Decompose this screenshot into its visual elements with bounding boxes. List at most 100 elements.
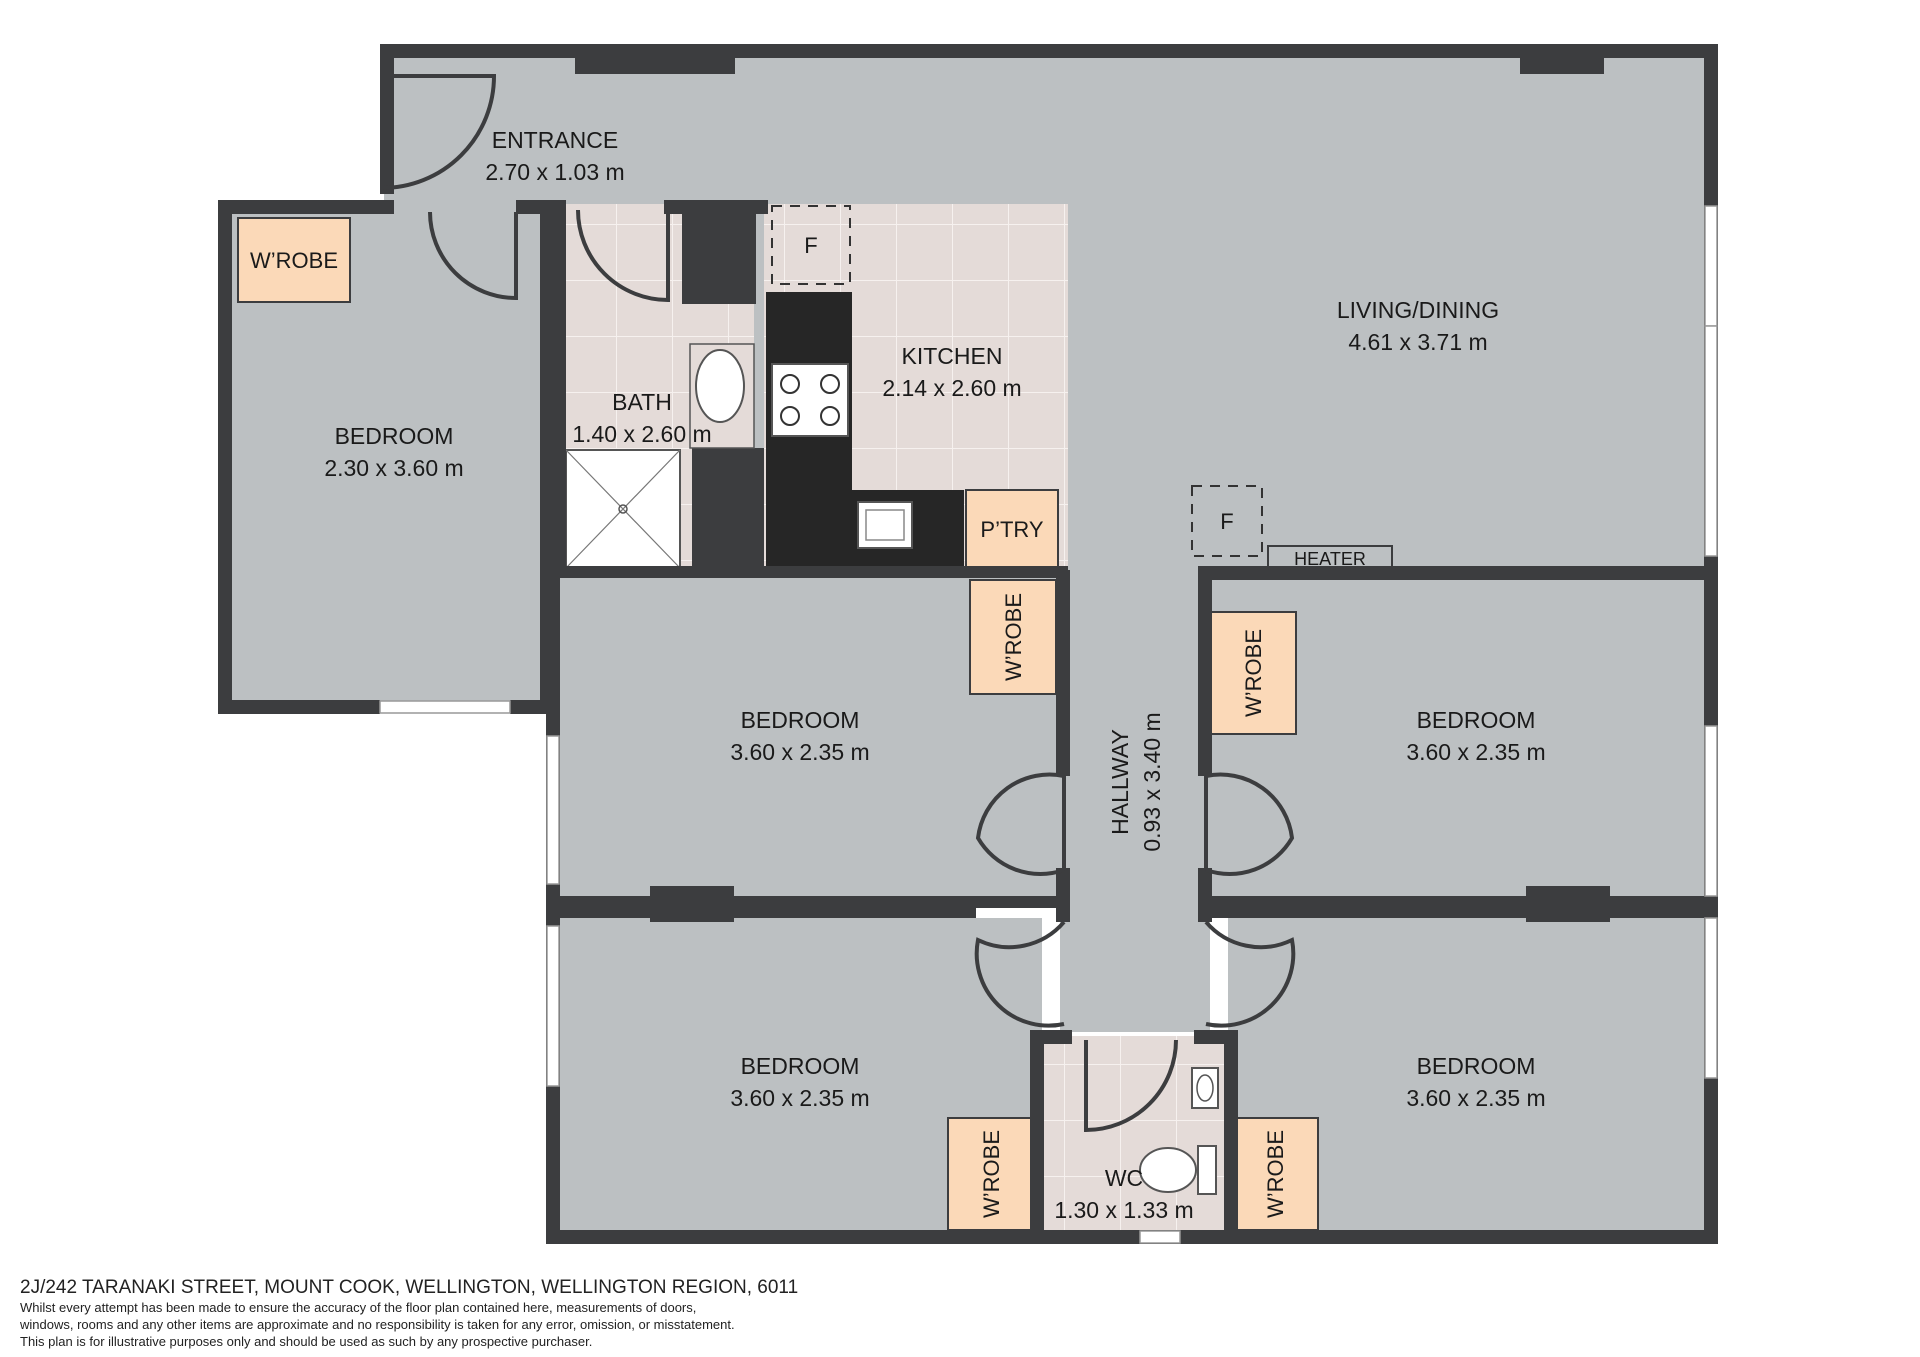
bedroom-right-upper-label: BEDROOM: [1417, 707, 1536, 733]
fixtures: [237, 205, 1393, 1231]
bedroom-mid-lower-size: 3.60 x 2.35 m: [730, 1085, 869, 1111]
door-bedroom-right-lower: [1204, 920, 1296, 1028]
cooktop-burner: [820, 374, 840, 394]
kitchen-sink-bowl: [865, 509, 905, 541]
wardrobe-bedroom-left: [237, 217, 351, 303]
window: [1704, 205, 1718, 327]
hallway-label: HALLWAY: [1107, 729, 1133, 835]
bedroom-mid-upper-size: 3.60 x 2.35 m: [730, 739, 869, 765]
wall: [1056, 868, 1070, 922]
toilet-cistern: [1197, 1145, 1217, 1195]
hallway-size: 0.93 x 3.40 m: [1139, 712, 1165, 851]
pantry-label: P’TRY: [980, 517, 1043, 542]
shower-diagonals: [565, 449, 681, 569]
kitchen-label: KITCHEN: [902, 343, 1003, 369]
wardrobe-bedroom-right-upper: [1209, 611, 1297, 735]
cooktop-burner: [780, 406, 800, 426]
wardrobe-label: W’ROBE: [1241, 629, 1266, 717]
wall: [1056, 570, 1070, 776]
door-bath: [576, 209, 670, 303]
toilet-bowl: [1139, 1147, 1197, 1193]
bedroom-mid-lower-label: BEDROOM: [741, 1053, 860, 1079]
doors: [381, 74, 1296, 1133]
window: [379, 700, 511, 714]
wardrobe-bedroom-mid-upper: [969, 579, 1057, 695]
wall: [510, 700, 554, 714]
wall: [218, 700, 380, 714]
bath-cabinet: [682, 204, 756, 304]
wall: [218, 200, 394, 214]
bedroom-left-label: BEDROOM: [335, 423, 454, 449]
bedroom-right-lower-size: 3.60 x 2.35 m: [1406, 1085, 1545, 1111]
wall: [1030, 1030, 1044, 1242]
wall: [1212, 896, 1718, 908]
plan-footer: 2J/242 TARANAKI STREET, MOUNT COOK, WELL…: [20, 1277, 798, 1350]
wall: [1198, 868, 1212, 922]
wardrobe-label: W’ROBE: [1263, 1130, 1288, 1218]
property-address: 2J/242 TARANAKI STREET, MOUNT COOK, WELL…: [20, 1277, 799, 1298]
wc-basin-bowl: [1196, 1074, 1214, 1102]
wall: [380, 44, 1718, 58]
living-dining-size: 4.61 x 3.71 m: [1348, 329, 1487, 355]
bath-vanity-wall: [692, 448, 764, 568]
cooktop: [771, 363, 849, 437]
door-bedroom-right-upper: [1204, 772, 1295, 876]
disclaimer-line: Whilst every attempt has been made to en…: [20, 1300, 697, 1315]
window: [1139, 1230, 1181, 1244]
wall: [560, 908, 976, 918]
window: [546, 925, 560, 1087]
window: [1704, 725, 1718, 897]
window: [546, 735, 560, 885]
fridge-space-kitchen: [771, 205, 851, 285]
walls: [218, 44, 1718, 1244]
bedroom-right-lower-label: BEDROOM: [1417, 1053, 1536, 1079]
wall: [516, 200, 564, 214]
wc-basin: [1191, 1067, 1219, 1109]
wall: [1194, 1030, 1232, 1044]
wall: [664, 200, 768, 214]
window: [1704, 325, 1718, 557]
shower-drain: [618, 504, 628, 514]
bedroom-mid-upper-label: BEDROOM: [741, 707, 860, 733]
wall: [1526, 886, 1610, 922]
wardrobe-label: W’ROBE: [250, 248, 338, 273]
bedroom-right-upper-size: 3.60 x 2.35 m: [1406, 739, 1545, 765]
heater-label: HEATER: [1294, 549, 1366, 569]
labels: ENTRANCE 2.70 x 1.03 m LIVING/DINING 4.6…: [250, 127, 1546, 1223]
door-bedroom-mid-upper: [975, 772, 1066, 876]
wardrobe-label: W’ROBE: [979, 1130, 1004, 1218]
bath-size: 1.40 x 2.60 m: [572, 421, 711, 447]
fridge-label-living: F: [1220, 509, 1233, 534]
wall: [554, 200, 566, 572]
bath-label: BATH: [612, 389, 672, 415]
door-bedroom-left: [428, 211, 518, 301]
cooktop-burner: [780, 374, 800, 394]
entrance-label: ENTRANCE: [492, 127, 619, 153]
wall: [1198, 570, 1212, 776]
window: [1704, 917, 1718, 1079]
wall: [1212, 908, 1718, 918]
windows: [379, 205, 1718, 1244]
wall: [380, 44, 394, 194]
living-dining-label: LIVING/DINING: [1337, 297, 1499, 323]
entrance-size: 2.70 x 1.03 m: [485, 159, 624, 185]
disclaimer-line: This plan is for illustrative purposes o…: [20, 1334, 593, 1349]
door-entrance: [381, 74, 497, 190]
wall: [575, 58, 735, 74]
wall: [546, 1230, 1718, 1244]
wall: [554, 566, 1068, 578]
bath-basin: [695, 349, 745, 423]
kitchen-size: 2.14 x 2.60 m: [882, 375, 1021, 401]
fridge-label-kitchen: F: [804, 233, 817, 258]
door-bedroom-mid-lower: [974, 920, 1066, 1028]
cooktop-burner: [820, 406, 840, 426]
wall: [546, 896, 1056, 908]
wardrobe-label: W’ROBE: [1001, 593, 1026, 681]
hallway-floor: [1060, 572, 1210, 1032]
wc-label: WC: [1105, 1165, 1143, 1191]
wall: [1520, 58, 1604, 74]
wall: [218, 200, 232, 712]
wc-size: 1.30 x 1.33 m: [1054, 1197, 1193, 1223]
bedroom-left-size: 2.30 x 3.60 m: [324, 455, 463, 481]
